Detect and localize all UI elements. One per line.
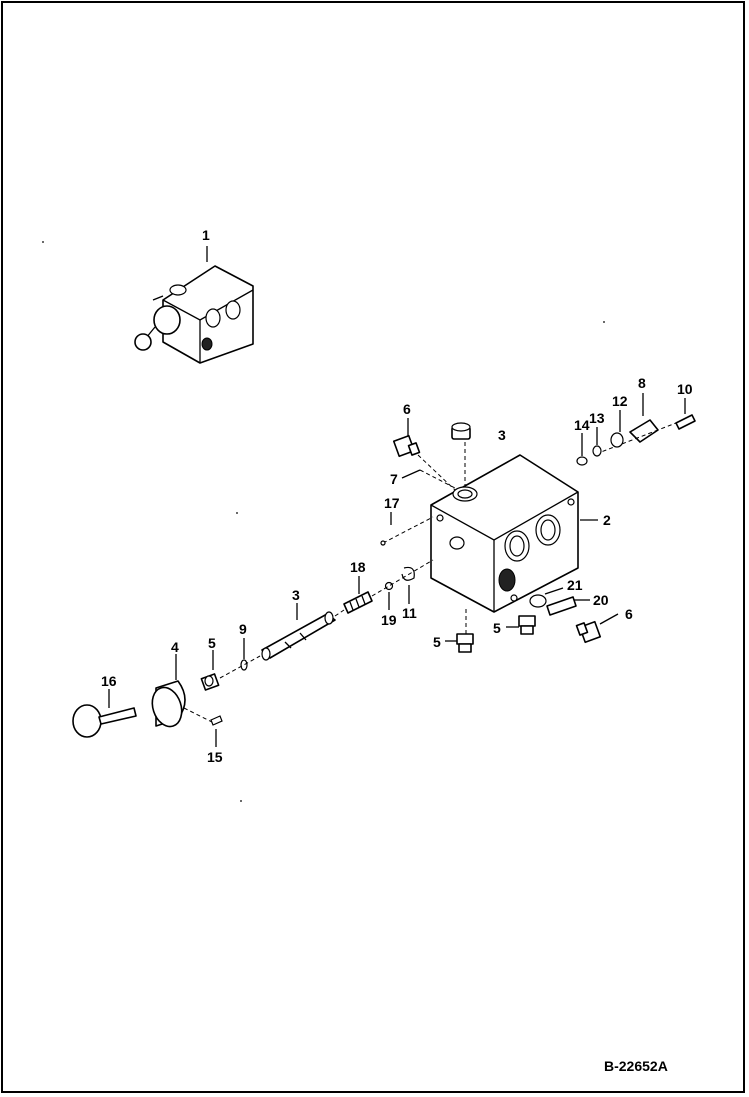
callout-17: 17 <box>384 495 400 511</box>
fitting-5-bottom-left <box>456 633 474 653</box>
ring-14 <box>576 456 588 466</box>
cover-plate <box>629 419 659 443</box>
callout-19: 19 <box>381 612 397 628</box>
disc-12 <box>610 432 624 448</box>
callout-11: 11 <box>402 605 417 621</box>
callout-16: 16 <box>101 673 117 689</box>
callout-7: 7 <box>390 471 398 487</box>
ball-19 <box>384 581 394 591</box>
fitting-5-spool-end <box>200 673 220 691</box>
snap-ring-11 <box>401 566 415 581</box>
callout-1: 1 <box>202 227 210 243</box>
callout-labels: 1 2 3 4 5 5 5 6 6 7 8 9 10 11 12 13 14 1… <box>101 227 693 765</box>
callout-partial-3: 3 <box>498 427 506 443</box>
callout-2: 2 <box>603 512 611 528</box>
callout-14: 14 <box>574 417 590 433</box>
callout-5-spool: 5 <box>208 635 216 651</box>
top-port-fitting <box>451 422 471 440</box>
spring-18 <box>343 591 373 614</box>
callout-21: 21 <box>567 577 583 593</box>
callout-6-bottom: 6 <box>625 606 633 622</box>
callout-5-left: 5 <box>433 634 441 650</box>
leader-21 <box>544 587 564 595</box>
handle-knob-16 <box>72 704 137 738</box>
callout-3: 3 <box>292 587 300 603</box>
callout-9: 9 <box>239 621 247 637</box>
valve-assembly-thumbnail <box>134 265 254 364</box>
callout-13: 13 <box>589 410 605 426</box>
spool <box>261 611 336 661</box>
callout-4: 4 <box>171 639 179 655</box>
figure-code: B-22652A <box>604 1058 668 1074</box>
screw-10 <box>675 414 696 430</box>
valve-body <box>430 454 579 613</box>
callout-5-right: 5 <box>493 620 501 636</box>
callout-10: 10 <box>677 381 693 397</box>
callout-8: 8 <box>638 375 646 391</box>
callout-18: 18 <box>350 559 366 575</box>
leader-6b <box>599 613 619 625</box>
plug-6-top <box>392 434 421 458</box>
fitting-5-bottom-right <box>518 615 536 635</box>
callout-6-top: 6 <box>403 401 411 417</box>
o-ring-21 <box>529 594 547 608</box>
callout-12: 12 <box>612 393 628 409</box>
cap <box>151 680 186 728</box>
o-ring-9 <box>240 659 248 671</box>
leader-7 <box>401 469 421 479</box>
pin-20 <box>546 596 577 616</box>
callout-15: 15 <box>207 749 223 765</box>
ring-13 <box>592 445 602 457</box>
callout-20: 20 <box>593 592 609 608</box>
plug-6-bottom <box>575 620 602 644</box>
